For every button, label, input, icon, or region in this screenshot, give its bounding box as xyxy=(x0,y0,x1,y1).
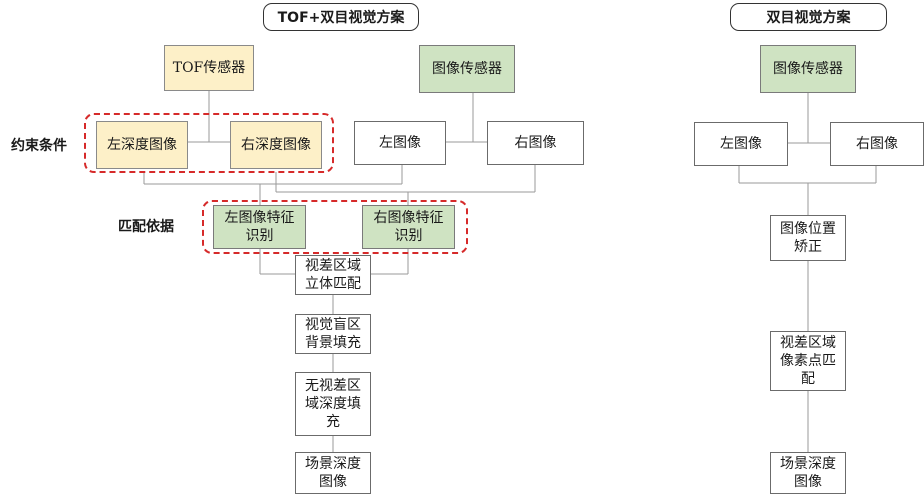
node-text-line: 充 xyxy=(326,414,340,430)
node-text-line: 矫正 xyxy=(794,239,822,255)
node-text-line: 图像位置 xyxy=(780,221,836,237)
right-image-sensor-node: 图像传感器 xyxy=(760,45,856,93)
node-text-line: 视差区域 xyxy=(305,258,361,274)
match-basis-highlight xyxy=(202,200,468,254)
node-text-line: 立体匹配 xyxy=(305,276,361,292)
node-text-line: 场景深度 xyxy=(305,456,361,472)
left-feature-node: 左图像特征识别 xyxy=(213,205,306,249)
blind-zone-fill-node: 视觉盲区背景填充 xyxy=(295,314,371,354)
image-sensor-node: 图像传感器 xyxy=(419,45,515,93)
node-text-line: 视差区域 xyxy=(780,335,836,351)
node-text-line: 识别 xyxy=(394,228,423,244)
right-depth-image-node: 右深度图像 xyxy=(230,121,322,169)
right-flow-left-image-node: 左图像 xyxy=(694,122,788,166)
right-image-node: 右图像 xyxy=(487,121,584,165)
node-text-line: 识别 xyxy=(245,228,274,244)
pixel-match-node: 视差区域像素点匹配 xyxy=(770,331,846,391)
node-text-line: 右图像特征 xyxy=(373,210,444,226)
node-text-line: 配 xyxy=(801,371,815,387)
constraint-highlight xyxy=(84,113,334,173)
scene-depth-node: 场景深度图像 xyxy=(295,452,371,494)
label-match-basis: 匹配依据 xyxy=(118,219,174,235)
right-scene-depth-node: 场景深度图像 xyxy=(770,452,846,494)
node-text-line: 视觉盲区 xyxy=(305,317,361,333)
no-disparity-fill-node: 无视差区域深度填充 xyxy=(295,372,371,436)
title-tof-binocular: TOF+双目视觉方案 xyxy=(263,3,419,31)
node-text-line: 域深度填 xyxy=(305,396,361,412)
node-text-line: 左图像特征 xyxy=(224,210,295,226)
stereo-match-node: 视差区域立体匹配 xyxy=(295,255,371,295)
node-text-line: 图像 xyxy=(794,474,822,490)
label-constraint: 约束条件 xyxy=(11,138,67,154)
left-depth-image-node: 左深度图像 xyxy=(96,121,188,169)
right-feature-node: 右图像特征识别 xyxy=(362,205,455,249)
node-text-line: 背景填充 xyxy=(305,335,361,351)
node-text-line: 图像 xyxy=(319,474,347,490)
left-image-node: 左图像 xyxy=(354,121,446,165)
node-text-line: 像素点匹 xyxy=(780,353,836,369)
node-text-line: 无视差区 xyxy=(305,378,361,394)
node-text-line: 场景深度 xyxy=(780,456,836,472)
title-binocular: 双目视觉方案 xyxy=(730,3,887,31)
rectify-node: 图像位置矫正 xyxy=(770,215,846,261)
tof-sensor-node: TOF传感器 xyxy=(164,45,254,91)
right-flow-right-image-node: 右图像 xyxy=(830,122,924,166)
